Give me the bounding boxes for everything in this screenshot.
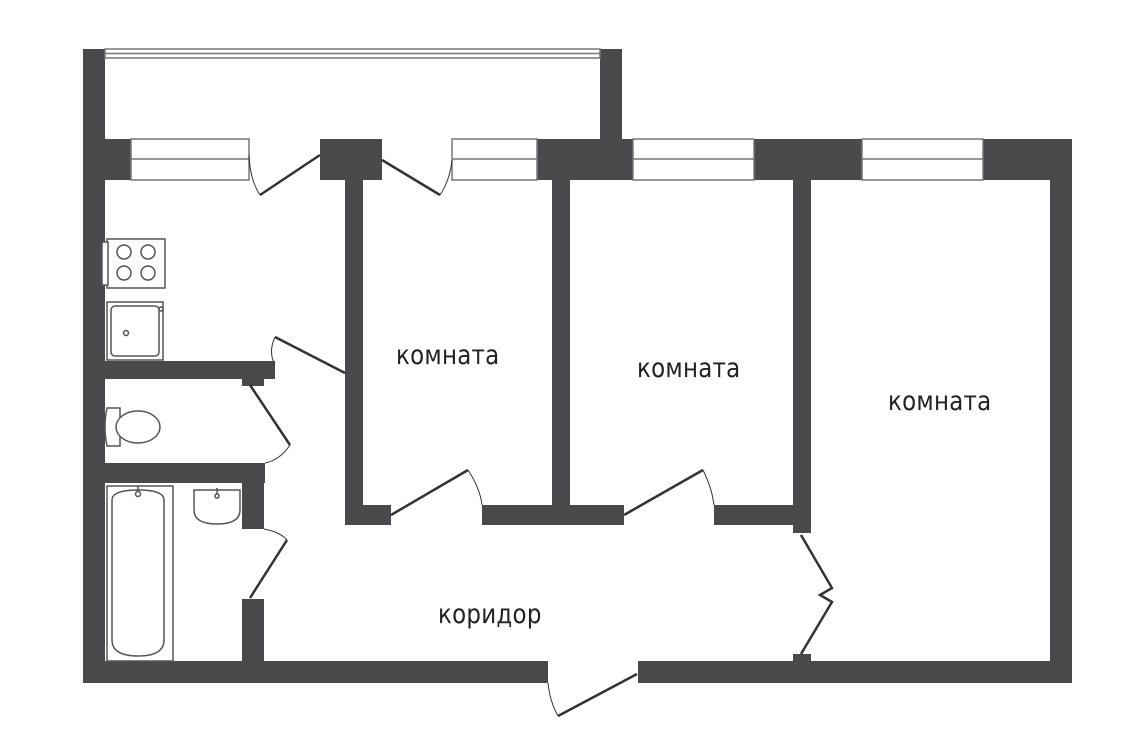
windows [104,48,984,181]
washbasin-icon [193,488,241,525]
bathroom-door [248,539,289,599]
balcony-door-kitchen [259,153,321,197]
room-label-2: комната [637,353,741,384]
kitchen-sink-icon [106,301,164,361]
stove-icon [101,238,166,289]
room-label-1: комната [396,340,500,371]
wc-door [248,384,292,446]
room-label-3: комната [888,386,992,417]
kitchen-door [274,335,346,375]
toilet-icon [104,407,161,447]
room-1-door [390,468,469,517]
doors [248,153,834,718]
room-label-corridor: коридор [438,599,542,630]
room-3-door [799,534,834,655]
bathtub-icon [106,485,174,662]
walls [83,49,1072,683]
balcony-door-room [381,158,441,197]
entrance-door [557,672,638,718]
room-2-door [623,468,704,517]
